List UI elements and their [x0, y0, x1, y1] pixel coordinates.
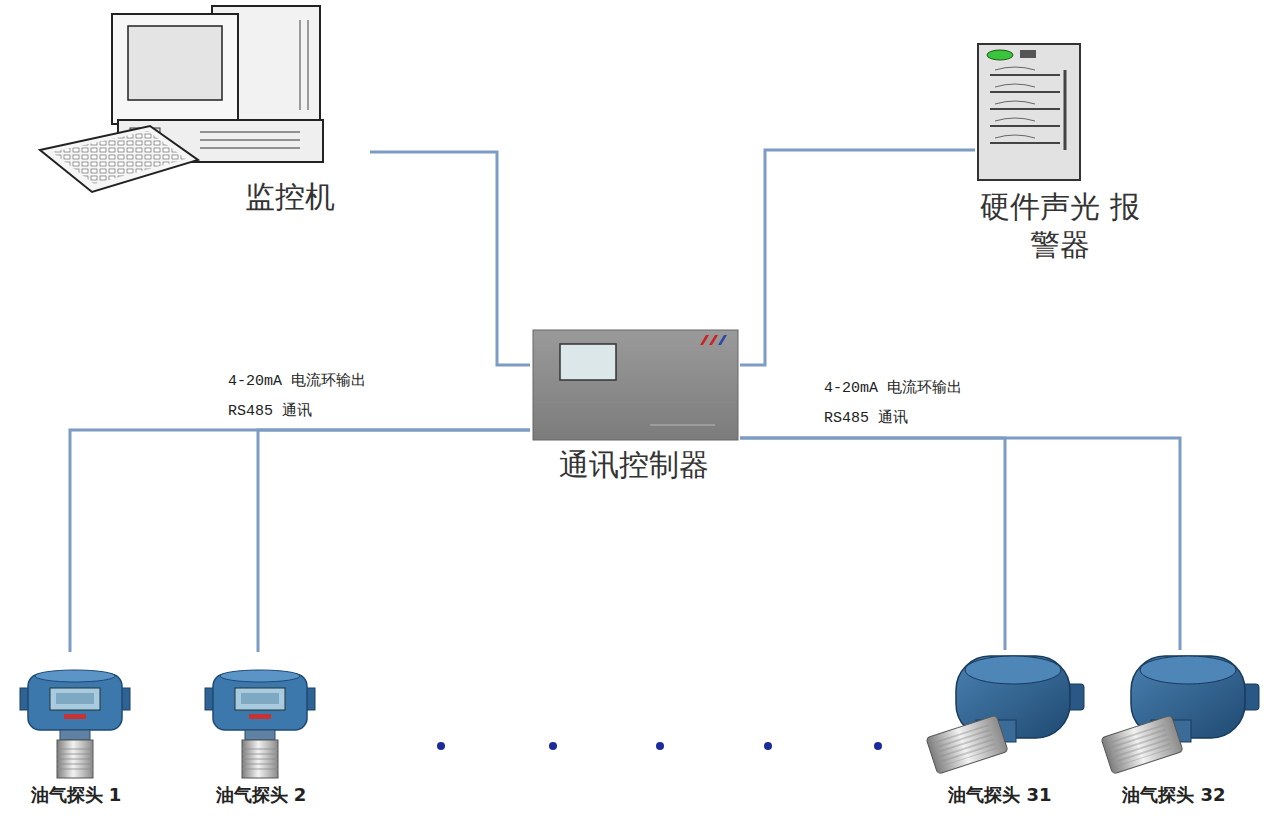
probe-node: 油气探头 2 — [191, 652, 333, 814]
alarm-node: 硬件声光 报警器 — [975, 40, 1145, 265]
signal-label: 4-20mA 电流环输出 — [824, 380, 962, 398]
probe-node: 油气探头 32 — [1086, 650, 1264, 814]
ellipsis-dots — [437, 742, 882, 750]
node-label: 监控机 — [245, 178, 335, 216]
signal-wire — [370, 152, 530, 365]
signal-wire — [70, 430, 530, 652]
computer-icon — [40, 6, 323, 192]
signal-label: RS485 通讯 — [824, 410, 908, 428]
node-label: 油气探头 32 — [1086, 784, 1262, 807]
signal-label: 4-20mA 电流环输出 — [228, 373, 366, 391]
signal-wire — [740, 438, 1180, 650]
node-label: 油气探头 1 — [6, 784, 146, 807]
probe-node: 油气探头 31 — [910, 650, 1092, 814]
controller-icon — [533, 330, 738, 440]
node-label: 硬件声光 报警器 — [977, 188, 1143, 263]
signal-wire — [740, 150, 975, 365]
node-label: 油气探头 2 — [191, 784, 331, 807]
node-label: 通讯控制器 — [534, 446, 734, 484]
signal-wire — [740, 438, 1005, 650]
alarm-icon — [978, 44, 1080, 180]
probe-node: 油气探头 1 — [6, 652, 148, 814]
node-label: 油气探头 31 — [910, 784, 1090, 807]
controller-node: 通讯控制器 — [530, 328, 740, 486]
signal-wire — [258, 430, 530, 652]
signal-label: RS485 通讯 — [228, 403, 312, 421]
computer-node: 监控机 — [40, 4, 370, 218]
